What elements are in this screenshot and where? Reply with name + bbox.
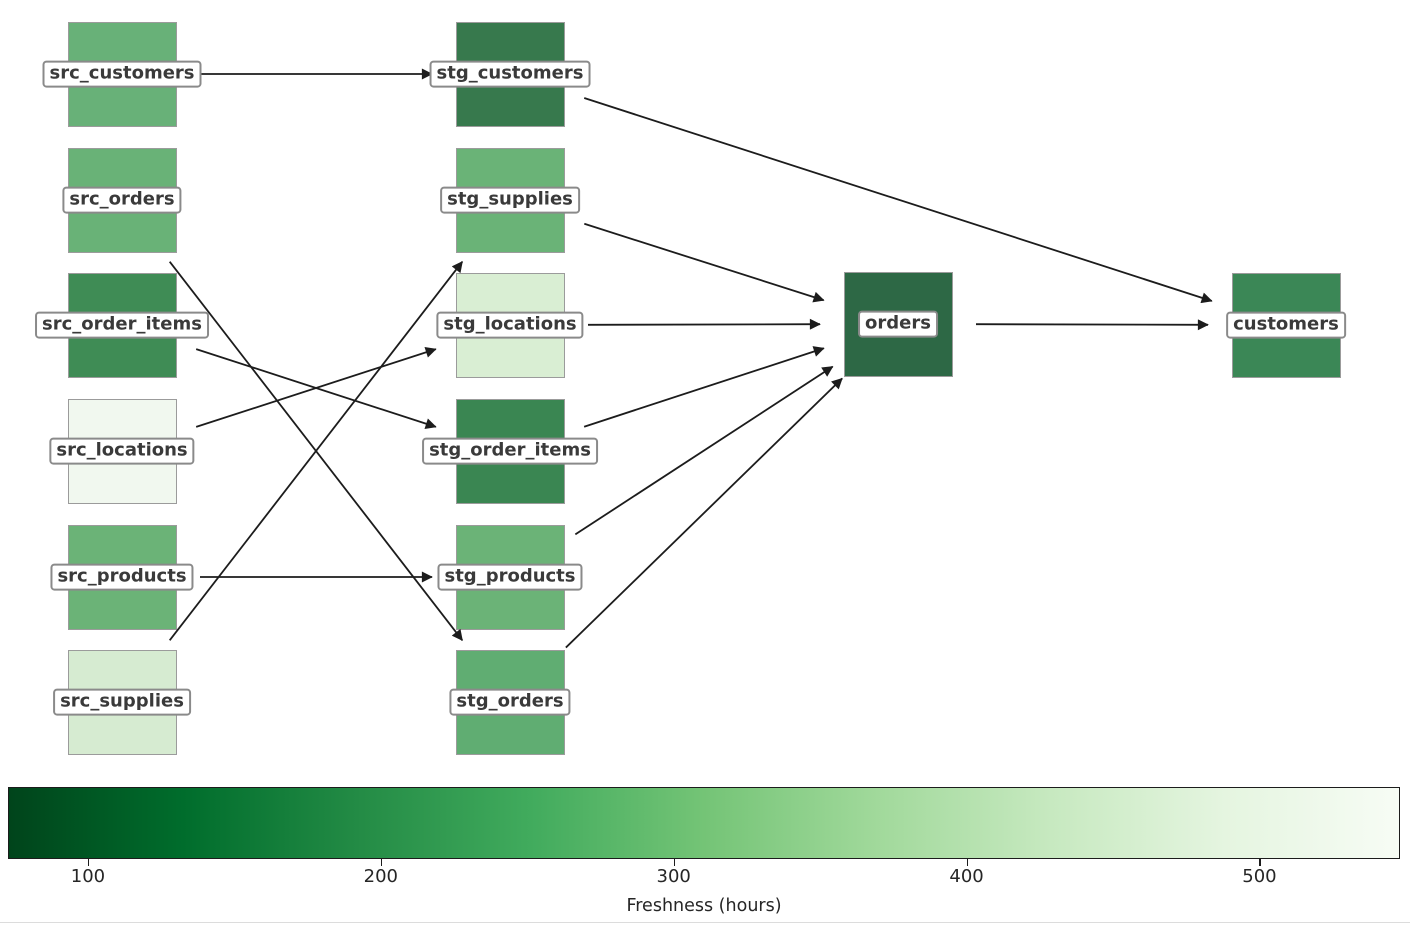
colorbar-tick-label-300: 300 <box>656 866 691 887</box>
colorbar-tick-label-500: 500 <box>1242 866 1277 887</box>
node-label-stg_supplies: stg_supplies <box>440 186 580 214</box>
edge-src_supplies-to-stg_supplies <box>168 261 464 641</box>
colorbar-tick-300 <box>673 859 676 866</box>
edge-orders-to-customers <box>975 319 1209 331</box>
node-label-src_products: src_products <box>50 563 194 591</box>
node-label-src_customers: src_customers <box>42 60 202 88</box>
edge-stg_order_items-to-orders <box>583 346 825 428</box>
colorbar-tick-200 <box>380 859 383 866</box>
colorbar-tick-label-200: 200 <box>363 866 398 887</box>
edge-stg_products-to-orders <box>574 365 834 536</box>
node-label-src_locations: src_locations <box>49 437 195 465</box>
colorbar-tick-label-100: 100 <box>70 866 106 887</box>
edge-stg_locations-to-orders <box>587 318 821 330</box>
node-label-src_order_items: src_order_items <box>35 311 209 339</box>
edge-stg_orders-to-orders <box>565 377 843 649</box>
figure-bottom-border <box>0 922 1410 923</box>
edge-stg_supplies-to-orders <box>584 222 825 303</box>
colorbar-tick-label-400: 400 <box>949 866 984 887</box>
edge-stg_customers-to-customers <box>583 97 1213 304</box>
colorbar-tick-100 <box>87 859 90 866</box>
colorbar-gradient <box>8 787 1400 859</box>
node-label-orders: orders <box>858 310 938 338</box>
node-label-src_orders: src_orders <box>62 186 182 214</box>
edge-src_locations-to-stg_locations <box>195 346 437 428</box>
colorbar-axis-label: Freshness (hours) <box>626 896 782 916</box>
node-label-stg_orders: stg_orders <box>449 688 571 716</box>
colorbar-tick-500 <box>1259 859 1261 866</box>
node-label-stg_order_items: stg_order_items <box>422 437 598 465</box>
node-label-customers: customers <box>1226 311 1346 339</box>
node-label-stg_products: stg_products <box>437 563 583 591</box>
node-label-stg_locations: stg_locations <box>436 311 584 339</box>
node-label-stg_customers: stg_customers <box>429 60 591 88</box>
node-label-src_supplies: src_supplies <box>53 688 191 716</box>
colorbar-tick-400 <box>966 859 968 866</box>
